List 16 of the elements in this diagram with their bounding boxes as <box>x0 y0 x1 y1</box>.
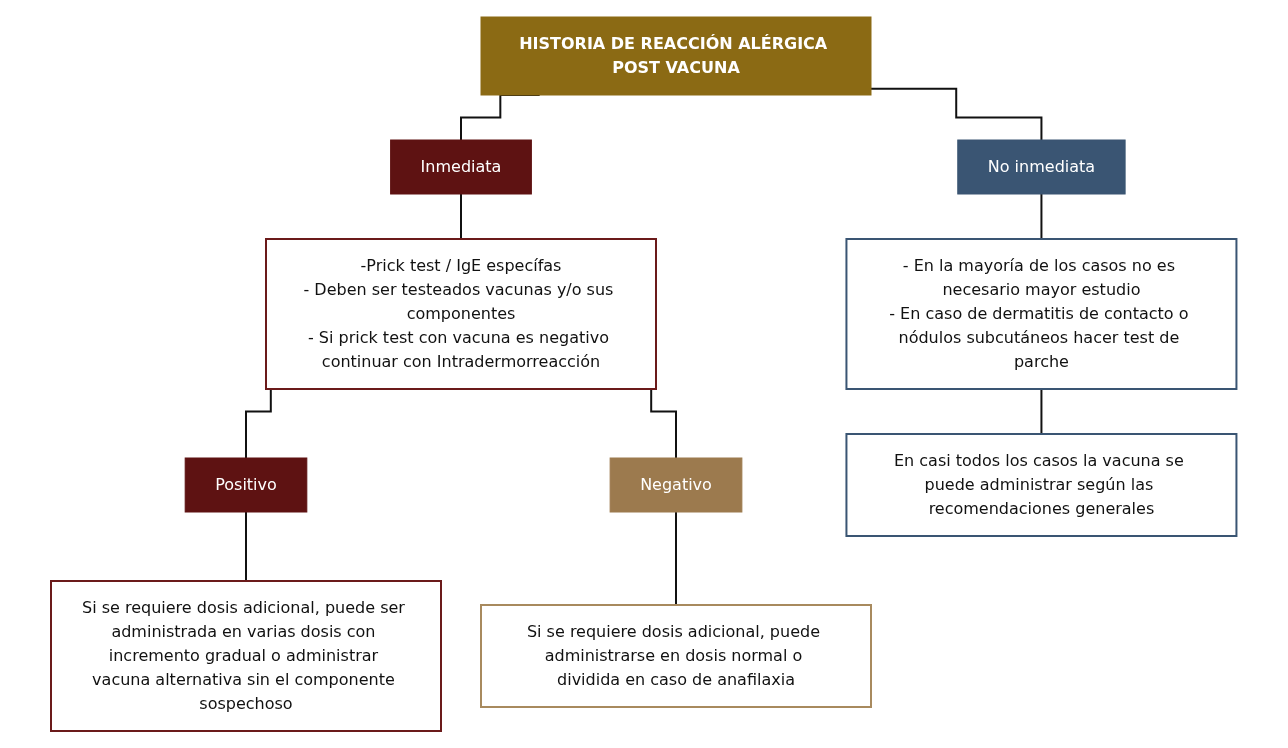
connector <box>460 193 463 240</box>
node-box: Positivo <box>184 457 308 513</box>
node-box: HISTORIA DE REACCIÓN ALÉRGICA POST VACUNA <box>480 16 872 96</box>
node-box: Si se requiere dosis adicional, puede administrarse en dosis normal o dividida en caso de anafilaxia <box>480 604 873 708</box>
node-box: -Prick test / IgE específas - Deben ser testeados vacunas y/o sus componentes - Si prick test con vacuna es negativo continuar con Intradermorreacción <box>265 238 658 390</box>
node-box: Negativo <box>609 457 743 513</box>
connector <box>675 511 678 606</box>
node-box: En casi todos los casos la vacuna se puede administrar según las recomendaciones generales <box>845 433 1238 537</box>
connector <box>870 87 1043 141</box>
connector <box>1040 388 1043 435</box>
connector <box>1040 193 1043 240</box>
connector <box>245 511 248 582</box>
node-box: No inmediata <box>957 139 1126 195</box>
node-box: Si se requiere dosis adicional, puede ser administrada en varias dosis con incremento gradual o administrar vacuna alternativa sin el componente sospechoso <box>50 580 443 732</box>
node-box: - En la mayoría de los casos no es necesario mayor estudio - En caso de dermatitis de contacto o nódulos subcutáneos hacer test de parche <box>845 238 1238 390</box>
node-box: Inmediata <box>390 139 533 195</box>
